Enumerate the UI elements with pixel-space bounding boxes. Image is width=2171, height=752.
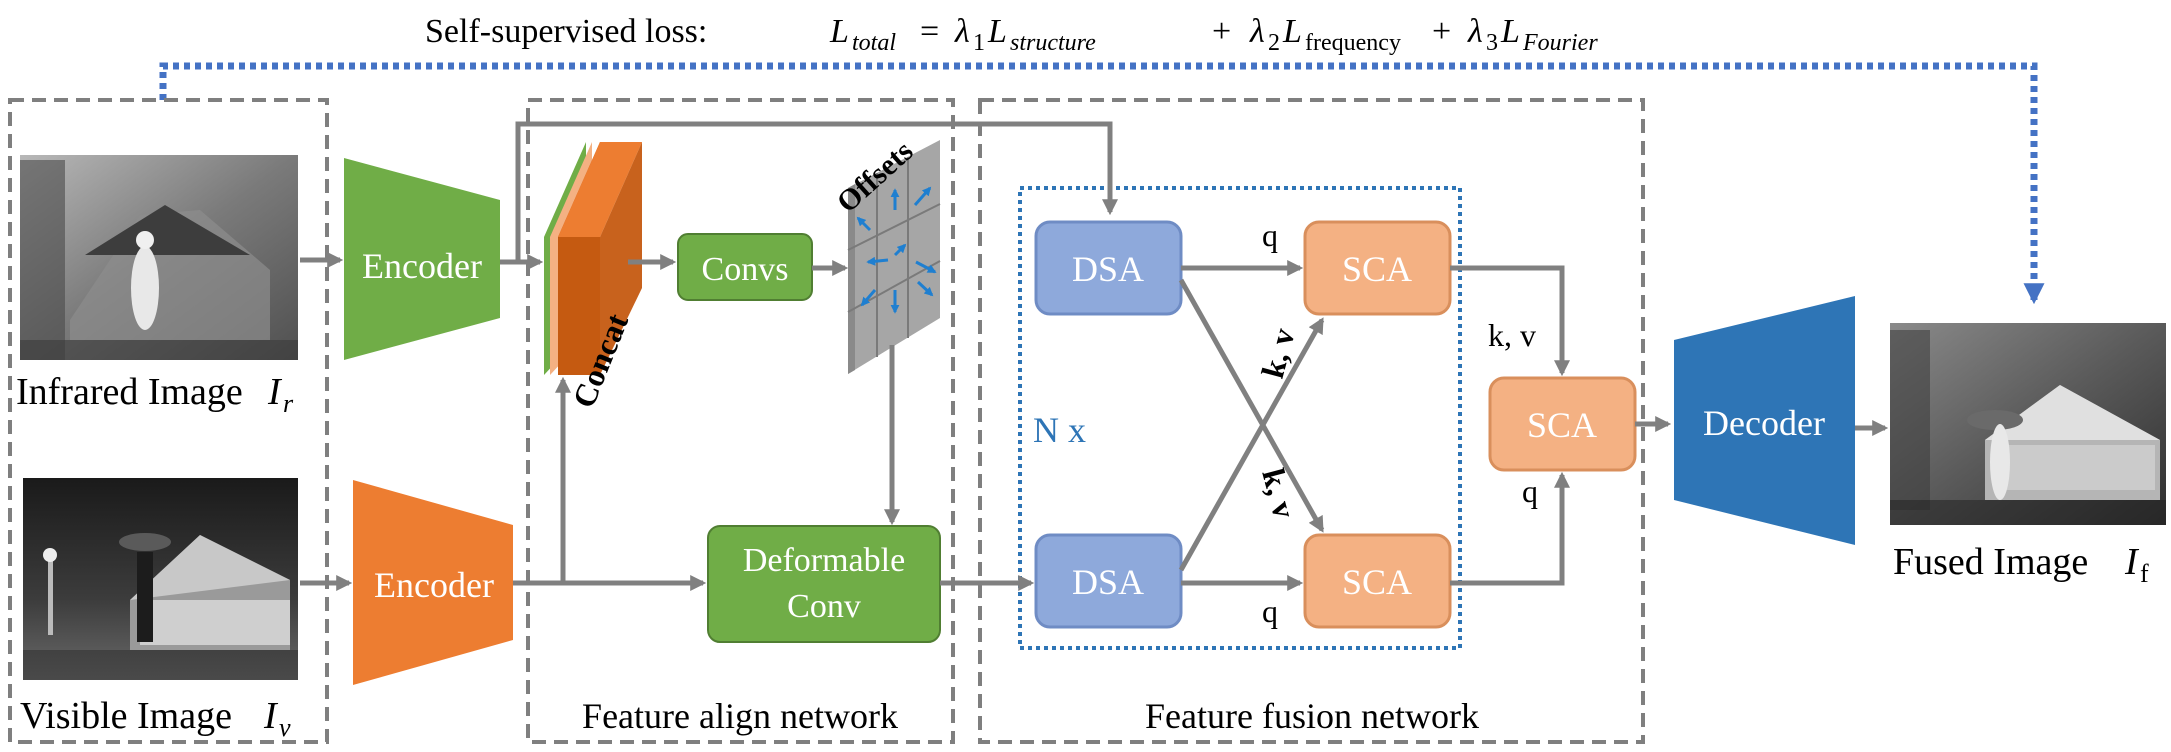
input-images-box [8,98,329,744]
visible-label-text: Visible Image [20,695,232,737]
encoder-bottom-label: Encoder [374,565,494,605]
encoder-top [344,158,500,360]
loss-plus-1: + [1212,13,1231,50]
sca-top-label: SCA [1342,249,1412,289]
loss-lambda-3: λ [1467,13,1483,50]
encoder-top-label: Encoder [362,246,482,286]
loss-sub-fourier: Fourier [1522,30,1598,56]
q-bottom-label: q [1262,593,1278,629]
sca-final-label: SCA [1527,405,1597,445]
feature-align-box [526,98,955,744]
offsets-grid [847,140,941,374]
visible-symbol: I [263,695,279,737]
fused-symbol: I [2124,541,2140,583]
loss-lambda-1-sub: 1 [973,30,985,56]
visible-subscript: v [279,713,291,742]
feature-align-label: Feature align network [582,696,898,736]
arrow-ir-bypass-to-dsa [513,121,1119,265]
convs-label: Convs [702,251,789,288]
feature-fusion-box [978,98,1645,744]
arrow-cross-dsa-bottom-to-sca-top [1178,317,1325,572]
visible-label: Visible Image I v [20,695,291,742]
infrared-subscript: r [283,389,294,418]
sca-bottom-label: SCA [1342,562,1412,602]
fused-subscript: f [2140,559,2149,588]
kv-cross-bottom-label: k, v [1255,464,1303,521]
arrow-sca-bottom-to-final [1450,471,1571,586]
loss-symbol-fourier: L [1500,13,1520,50]
loss-symbol-frequency: L [1282,13,1302,50]
deformable-conv-label-2: Conv [787,588,861,625]
deformable-conv-label-1: Deformable [743,542,905,579]
loss-sub-structure: structure [1010,30,1096,56]
loss-sub-frequency: frequency [1305,30,1401,56]
repeat-label: N x [1033,410,1086,450]
feature-fusion-label: Feature fusion network [1145,696,1479,736]
infrared-symbol: I [267,371,283,413]
arrow-sca-top-to-final [1450,265,1571,377]
arrow-cross-dsa-top-to-sca-bottom [1178,278,1325,533]
loss-symbol-total: L [829,13,849,50]
kv-final-label: k, v [1488,317,1536,353]
fused-image [1890,323,2166,525]
infrared-label: Infrared Image I r [16,371,294,418]
loss-connector-dotted [159,62,2045,305]
loss-plus-2: + [1432,13,1451,50]
q-final-label: q [1522,473,1538,509]
loss-equals: = [920,13,939,50]
loss-symbol-structure: L [987,13,1007,50]
loss-lambda-1: λ [954,13,970,50]
loss-sub-total: total [852,30,896,56]
q-top-label: q [1262,217,1278,253]
loss-lambda-3-sub: 3 [1486,30,1498,56]
concat-feature-stack [544,142,642,375]
fused-label: Fused Image I f [1893,541,2149,588]
loss-lambda-2-sub: 2 [1268,30,1280,56]
dsa-bottom-label: DSA [1072,562,1144,602]
decoder-label: Decoder [1703,403,1825,443]
infrared-label-text: Infrared Image [16,371,243,413]
loss-lambda-2: λ [1249,13,1265,50]
loss-prefix: Self-supervised loss: [425,13,707,50]
loss-equation: Self-supervised loss: L total = λ 1 L st… [425,13,1598,56]
repeat-block-box [1018,186,1462,650]
decoder-block [1674,296,1855,545]
infrared-image [20,155,298,360]
visible-image [23,478,298,680]
dsa-top-label: DSA [1072,249,1144,289]
encoder-bottom [353,480,513,685]
fused-label-text: Fused Image [1893,541,2088,583]
